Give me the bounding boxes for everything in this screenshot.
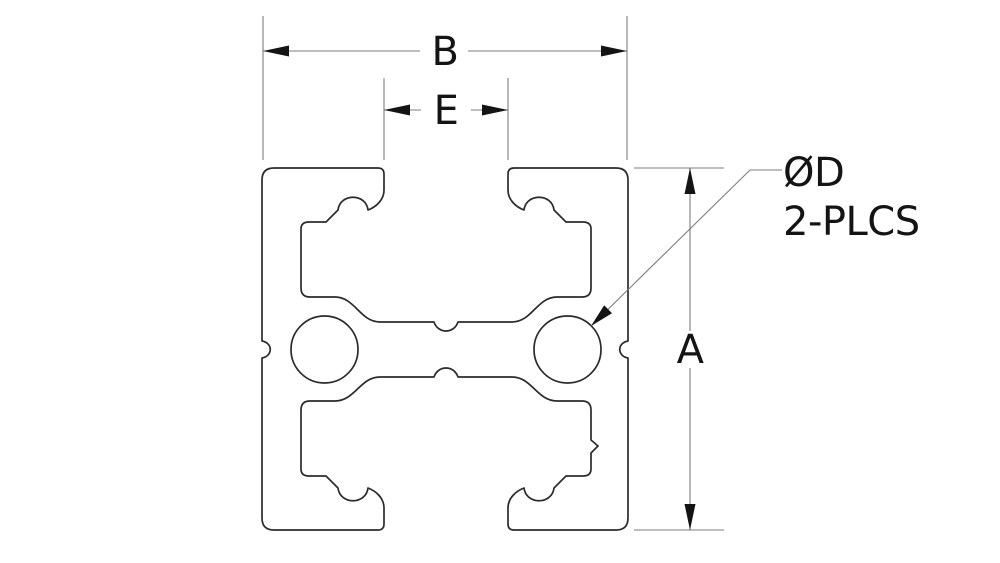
leader-line [590, 169, 782, 327]
left-bore-circle [290, 315, 359, 384]
dimension-e: E [383, 78, 509, 160]
dim-a-arrowhead-top [684, 168, 696, 194]
extrusion-profile-outline [261, 167, 629, 531]
callout-diameter-label: ØD [783, 150, 844, 196]
dimension-a: A [634, 167, 724, 531]
callout-places-label: 2-PLCS [783, 199, 920, 245]
dim-a-label: A [677, 327, 705, 373]
dim-b-label: B [432, 29, 459, 75]
dimension-b: B [262, 16, 628, 160]
dim-b-arrowhead-left [263, 45, 289, 57]
right-bore-circle [533, 315, 602, 384]
dim-e-arrowhead-right [482, 104, 508, 116]
dim-e-label: E [434, 88, 459, 134]
extrusion-profile [261, 167, 629, 531]
leader-callout: ØD 2-PLCS [590, 150, 920, 327]
dim-b-arrowhead-right [601, 45, 627, 57]
dim-e-arrowhead-left [384, 104, 410, 116]
leader-arrowhead [591, 305, 612, 326]
dim-a-arrowhead-bottom [684, 504, 696, 530]
